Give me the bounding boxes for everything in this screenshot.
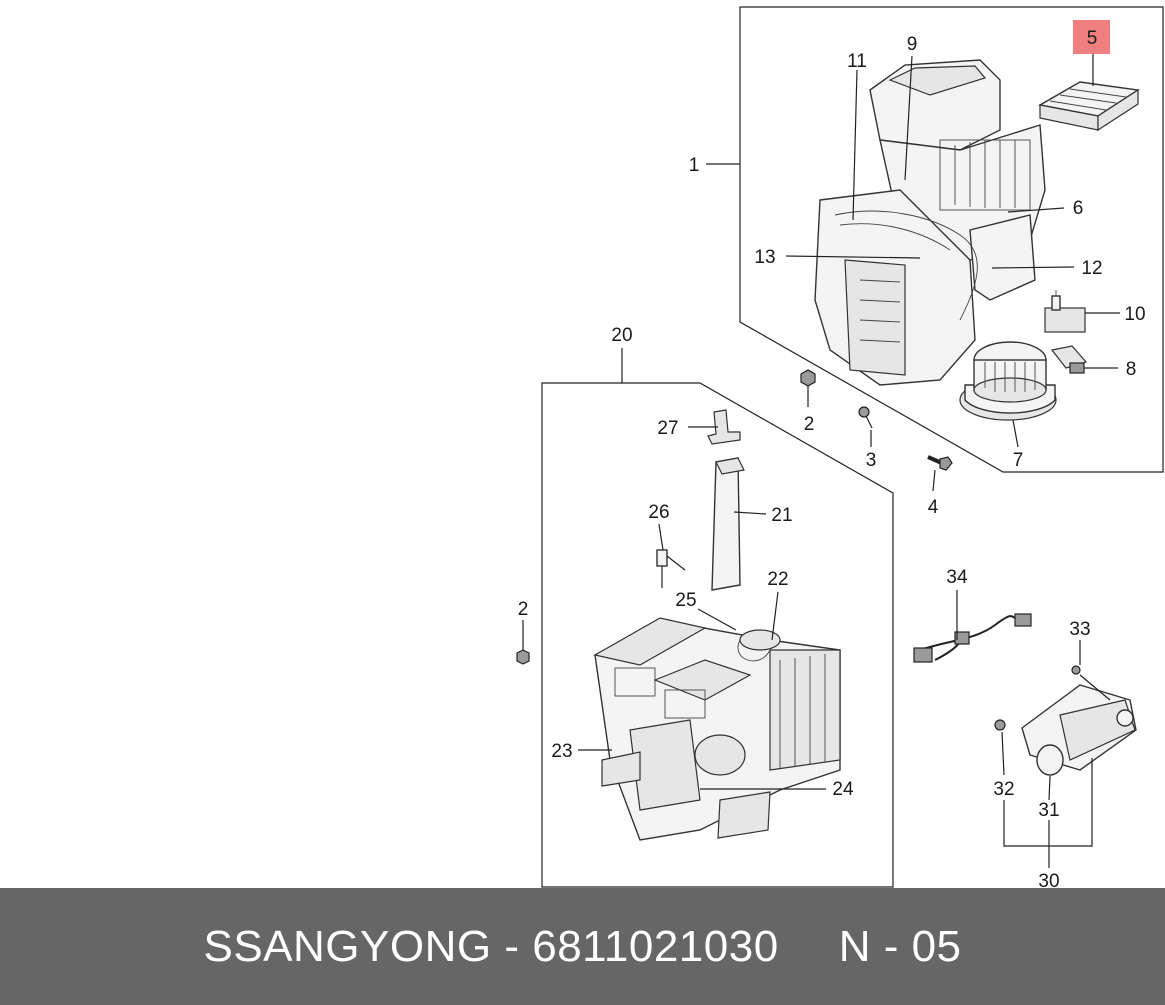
footer-brand: SSANGYONG	[203, 921, 492, 971]
callout-9: 9	[907, 34, 918, 55]
wiring-harness-34-illustration	[913, 613, 1032, 663]
resistor-illustration	[1050, 345, 1088, 374]
callout-2-lower: 2	[518, 599, 529, 620]
callout-1: 1	[689, 155, 700, 176]
callout-25: 25	[675, 590, 696, 611]
sensor-illustration	[1044, 290, 1086, 333]
blower-motor-illustration	[959, 341, 1057, 421]
callout-26: 26	[648, 502, 669, 523]
callout-21: 21	[771, 505, 792, 526]
callout-30: 30	[1038, 871, 1059, 888]
callout-4: 4	[928, 497, 939, 518]
callout-3: 3	[866, 450, 877, 471]
duct-21-illustration	[711, 457, 745, 591]
callout-6: 6	[1073, 198, 1084, 219]
callout-27: 27	[657, 418, 678, 439]
footer-part-number: 6811021030	[532, 921, 779, 971]
callout-5: 5	[1087, 28, 1098, 49]
leader-lines	[522, 54, 1120, 868]
footer-code: N - 05	[838, 921, 962, 971]
callout-20: 20	[611, 325, 632, 346]
hvac-case-illustration	[814, 59, 1046, 386]
callout-11: 11	[847, 51, 867, 72]
callout-34: 34	[946, 567, 968, 588]
control-unit-30-illustration	[994, 665, 1137, 776]
nut-2-lower-illustration	[516, 649, 530, 665]
sensor-26-illustration	[656, 549, 686, 588]
callout-31: 31	[1038, 800, 1059, 821]
nut-2-upper-illustration	[800, 369, 816, 387]
callout-23: 23	[551, 741, 572, 762]
footer-banner: SSANGYONG - 6811021030 N - 05	[0, 888, 1165, 1005]
callout-12: 12	[1081, 258, 1102, 279]
callout-2-upper: 2	[804, 414, 815, 435]
footer-separator: -	[504, 921, 520, 971]
callout-10: 10	[1124, 304, 1145, 325]
callout-7: 7	[1013, 450, 1024, 471]
group-box-1	[739, 6, 1164, 473]
callout-33: 33	[1069, 619, 1090, 640]
bolt-4-illustration	[927, 455, 953, 471]
callout-8: 8	[1126, 359, 1137, 380]
callout-5-highlight	[1073, 20, 1110, 54]
screw-3-illustration	[858, 406, 873, 429]
callout-22: 22	[767, 569, 788, 590]
bracket-27-illustration	[707, 409, 741, 445]
footer-caption: SSANGYONG - 6811021030 N - 05	[203, 922, 961, 972]
hvac-module-illustration	[593, 617, 841, 841]
callout-13: 13	[754, 247, 775, 268]
parts-diagram: 1 5 9 11 6 12 13 10 8 7 2 3 4 20 27 26 2…	[516, 6, 1164, 888]
callout-32: 32	[993, 779, 1014, 800]
group-box-20	[541, 382, 894, 888]
callout-24: 24	[832, 779, 854, 800]
cabin-filter-illustration	[1038, 81, 1140, 132]
